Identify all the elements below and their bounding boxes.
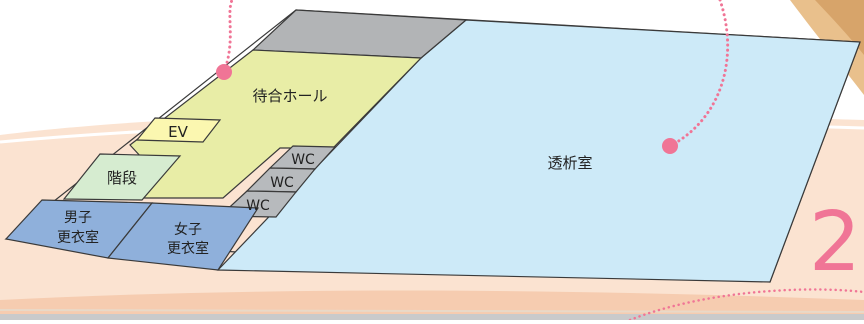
mens-locker-label-line1: 男子 [64,210,92,226]
elevator-label: EV [168,123,188,141]
marker-dot-waiting-hall [216,64,232,80]
leader-line-left [222,0,234,74]
leader-line-right [668,0,730,148]
dialysis-room-label: 透析室 [547,154,592,172]
stairs-label: 階段 [107,169,137,187]
wc-label-top: WC [291,152,315,168]
womens-locker-room [106,202,260,271]
floor-slab-line [0,309,864,313]
floor-base-strip [0,314,864,320]
wc-label-middle: WC [270,175,294,191]
mens-locker-label-line2: 更衣室 [57,229,99,246]
wc-label-bottom: WC [246,198,270,214]
womens-locker-label-line1: 女子 [174,221,202,238]
elevator [135,117,222,143]
waiting-hall-label: 待合ホール [252,87,327,105]
stairs [62,153,182,201]
photo-fragment-shade [815,0,864,55]
floor-number: 2 [809,195,861,290]
leader-line-bottom [628,288,864,322]
marker-dot-dialysis-room [662,138,678,154]
womens-locker-label-line2: 更衣室 [167,240,209,257]
